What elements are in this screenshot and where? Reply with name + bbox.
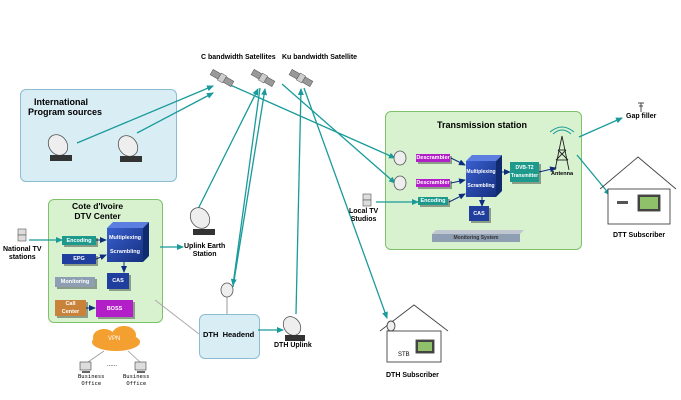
office2-line1: Business bbox=[123, 374, 150, 380]
international-title-line1: International bbox=[34, 97, 89, 107]
c-band-satellites-label: C bandwidth Satellites bbox=[201, 54, 276, 61]
antenna-tower-icon bbox=[549, 126, 575, 171]
office1-line1: Business bbox=[78, 374, 105, 380]
vpn-label: VPN bbox=[108, 336, 121, 342]
tx-mux-box bbox=[466, 155, 502, 197]
dtv-headend-link bbox=[154, 299, 200, 335]
receiver-dish-icon bbox=[393, 150, 407, 166]
boss-module: BOSS bbox=[96, 300, 133, 317]
descrambler-module-1: Descrambler bbox=[416, 154, 450, 162]
office1-line2: Office bbox=[81, 381, 102, 387]
dish-icon bbox=[117, 135, 142, 162]
dtv-title-line2: DTV Center bbox=[74, 211, 121, 221]
national-tv-line2: stations bbox=[8, 254, 36, 261]
monitoring-system-label: Monitoring System bbox=[453, 235, 499, 241]
dtt-subscriber-label: DTT Subscriber bbox=[613, 232, 666, 239]
dtv-center-title: Cote d'Ivoire DTV Center bbox=[72, 201, 123, 221]
epg-module: EPG bbox=[62, 254, 96, 264]
satellite-icon bbox=[250, 69, 276, 87]
dtv-multiplexing-scrambling: Multiplexing Scrambling bbox=[107, 228, 143, 262]
dtv-encoding-module: Encoding bbox=[62, 236, 96, 245]
satellite-icon bbox=[209, 69, 235, 87]
uplink-line1: Uplink Earth bbox=[184, 243, 226, 250]
dish-icon bbox=[282, 316, 305, 341]
business-office-label-2: Business Office bbox=[123, 374, 150, 388]
local-tv-line2: Studios bbox=[350, 216, 377, 223]
office2-line2: Office bbox=[126, 381, 147, 387]
transmission-station-title: Transmission station bbox=[437, 120, 528, 130]
stb-label: STB bbox=[398, 352, 410, 358]
gap-filler-label: Gap filler bbox=[626, 113, 657, 120]
server-icon bbox=[362, 193, 372, 207]
tx-multiplexing-scrambling: Multiplexing Scrambling bbox=[466, 161, 496, 197]
international-sources-panel bbox=[20, 89, 177, 182]
dth-house-icon bbox=[379, 304, 449, 363]
tx-cas-module: CAS bbox=[469, 206, 489, 221]
tx-mux-line1: Multiplexing bbox=[466, 169, 496, 175]
dth-headend-label: DTH Headend bbox=[203, 330, 255, 339]
tx-mux-line2: Scrambling bbox=[467, 183, 495, 189]
office-pc-icon bbox=[79, 361, 92, 373]
ku-band-satellite-label: Ku bandwidth Satellite bbox=[282, 54, 358, 61]
monitoring-bar bbox=[432, 230, 524, 242]
satellite-icon bbox=[288, 69, 314, 87]
local-tv-line1: Local TV bbox=[349, 208, 379, 215]
dtv-title-line1: Cote d'Ivoire bbox=[72, 201, 124, 211]
business-office-label-1: Business Office bbox=[78, 374, 105, 388]
dish-icon bbox=[47, 134, 72, 161]
local-tv-studios-label: Local TV Studios bbox=[349, 208, 378, 224]
gap-filler-icon bbox=[638, 102, 644, 112]
dvbt2-line2: Transmitter bbox=[510, 173, 539, 180]
dth-subscriber-label: DTH Subscriber bbox=[386, 372, 439, 379]
dish-icon bbox=[220, 282, 234, 298]
dvbt2-line1: DVB-T2 bbox=[515, 164, 534, 171]
uplink-line2: Station bbox=[192, 251, 217, 258]
dtv-monitoring-module: Monitoring bbox=[55, 277, 95, 287]
dtv-mux-line1: Multiplexing bbox=[108, 235, 142, 242]
national-tv-line1: National TV bbox=[3, 246, 42, 253]
international-title-line2: Program sources bbox=[28, 107, 103, 117]
dtt-house-icon bbox=[599, 156, 677, 225]
dtv-cas-module: CAS bbox=[107, 273, 129, 289]
call-center-module: Call Center bbox=[55, 300, 86, 316]
antenna-label: Antenna bbox=[551, 171, 573, 177]
national-tv-stations-label: National TV stations bbox=[3, 246, 42, 262]
dth-uplink-label: DTH Uplink bbox=[274, 342, 312, 349]
dvbt2-transmitter: DVB-T2 Transmitter bbox=[510, 162, 539, 182]
dtv-mux-box bbox=[107, 222, 149, 262]
call-center-line1: Call bbox=[65, 301, 76, 308]
ellipsis-label: ...... bbox=[107, 362, 118, 368]
receiver-dish-icon bbox=[393, 175, 407, 191]
descrambler-module-2: Descrambler bbox=[416, 179, 450, 187]
encoding-module: Encoding bbox=[418, 197, 448, 205]
dth-headend-panel bbox=[199, 314, 260, 359]
satellite-links bbox=[29, 83, 623, 333]
dtv-mux-line2: Scrambling bbox=[110, 248, 140, 255]
server-icon bbox=[17, 228, 27, 242]
uplink-earth-station-label: Uplink Earth Station bbox=[184, 243, 225, 259]
office-pc-icon bbox=[134, 361, 147, 373]
international-title: International Program sources bbox=[28, 97, 102, 117]
call-center-line2: Center bbox=[61, 308, 80, 315]
dish-icon bbox=[189, 207, 215, 235]
vpn-cloud bbox=[92, 326, 140, 351]
